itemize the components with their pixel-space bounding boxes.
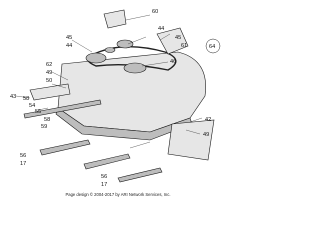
callout-44: 44 — [158, 26, 164, 32]
callout-49: 49 — [203, 132, 209, 138]
parts-diagram: 60 44 45 61 64 45 44 46 62 49 50 43 58 5… — [10, 9, 221, 197]
leader-lines — [15, 14, 203, 149]
hanger-rod — [23, 99, 102, 119]
idler-pulley — [104, 47, 116, 53]
rear-baffle — [167, 119, 215, 161]
callout-58: 58 — [44, 117, 50, 123]
belt-guard — [156, 27, 189, 55]
right-pulley — [123, 62, 147, 74]
callout-50: 50 — [46, 78, 52, 84]
left-pulley — [85, 52, 107, 64]
callout-56: 56 — [20, 153, 26, 159]
callout-17: 17 — [101, 182, 107, 188]
callout-42: 42 — [205, 117, 211, 123]
center-pulley — [116, 39, 134, 49]
top-bracket — [103, 9, 127, 29]
callout-61: 61 — [181, 43, 187, 49]
callout-45: 45 — [175, 35, 181, 41]
callout-62: 62 — [46, 62, 52, 68]
callout-44: 44 — [66, 43, 72, 49]
callout-64: 64 — [209, 44, 215, 50]
callout-labels: 60 44 45 61 64 45 44 46 62 49 50 43 58 5… — [10, 9, 221, 188]
callout-43: 43 — [10, 94, 16, 100]
callout-56: 56 — [101, 174, 107, 180]
blade-right — [117, 167, 163, 183]
callout-49: 49 — [46, 70, 52, 76]
callout-58: 58 — [23, 96, 29, 102]
deck-belt — [87, 45, 177, 71]
copyright-footer: Page design © 2004-2017 by ARI Network S… — [65, 192, 170, 197]
callout-54: 54 — [29, 103, 35, 109]
callout-17: 17 — [20, 161, 26, 167]
blade-left — [39, 139, 91, 156]
callout-64-circle: 64 — [205, 38, 221, 54]
callout-60: 60 — [152, 9, 158, 15]
blade-center — [83, 153, 131, 170]
callout-59: 59 — [41, 124, 47, 130]
callout-55: 55 — [35, 109, 41, 115]
callout-46: 46 — [170, 59, 176, 65]
callout-45: 45 — [66, 35, 72, 41]
hanger-bracket — [29, 83, 71, 101]
